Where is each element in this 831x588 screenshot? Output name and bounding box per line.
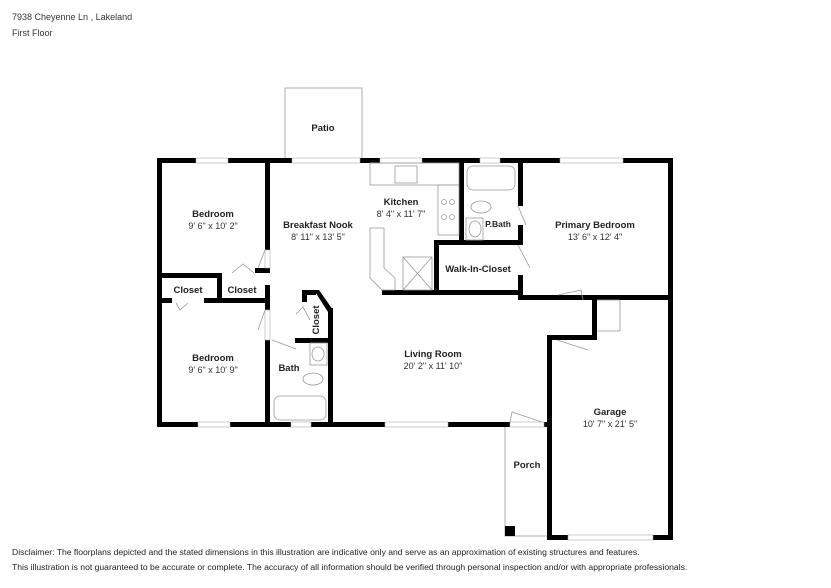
bath-fixtures bbox=[273, 342, 328, 421]
doors bbox=[175, 205, 621, 423]
kitchen-dims: 8' 4" x 11' 7" bbox=[377, 209, 426, 219]
porch-outline bbox=[504, 424, 549, 537]
disclaimer-line-1: Disclaimer: The floorplans depicted and … bbox=[12, 547, 640, 557]
primary-bedroom-dims: 13' 6" x 12' 4" bbox=[568, 232, 622, 242]
walk-in-closet-label: Walk-In-Closet bbox=[445, 264, 511, 275]
bedroom2-label: Bedroom bbox=[192, 353, 234, 364]
primary-bedroom-label: Primary Bedroom bbox=[555, 220, 635, 231]
breakfast-nook-label: Breakfast Nook bbox=[283, 220, 353, 231]
garage-dims: 10' 7" x 21' 5" bbox=[583, 419, 637, 429]
kitchen-fixtures bbox=[369, 162, 460, 291]
porch-post bbox=[505, 526, 515, 536]
bedroom2-dims: 9' 6" x 10' 9" bbox=[188, 365, 237, 375]
bath-label: Bath bbox=[278, 363, 299, 374]
closet3-label: Closet bbox=[311, 305, 322, 335]
property-address: 7938 Cheyenne Ln , Lakeland bbox=[12, 12, 133, 22]
pbath-fixtures bbox=[465, 165, 516, 241]
windows bbox=[195, 157, 654, 541]
bedroom1-label: Bedroom bbox=[192, 209, 234, 220]
interior-walls bbox=[157, 158, 523, 427]
living-room-dims: 20' 2" x 11' 10" bbox=[404, 361, 463, 371]
patio-label: Patio bbox=[311, 123, 334, 134]
kitchen-label: Kitchen bbox=[384, 197, 419, 208]
bedroom1-dims: 9' 6" x 10' 2" bbox=[188, 221, 237, 231]
disclaimer-line-2: This illustration is not guaranteed to b… bbox=[12, 562, 688, 572]
breakfast-nook-dims: 8' 11" x 13' 5" bbox=[291, 232, 345, 242]
floor-label: First Floor bbox=[12, 28, 53, 38]
porch-label: Porch bbox=[514, 460, 541, 471]
closet1-label: Closet bbox=[173, 285, 203, 296]
pbath-label: P.Bath bbox=[485, 219, 511, 229]
garage-label: Garage bbox=[594, 407, 627, 418]
living-room-label: Living Room bbox=[404, 349, 462, 360]
closet2-label: Closet bbox=[227, 285, 257, 296]
